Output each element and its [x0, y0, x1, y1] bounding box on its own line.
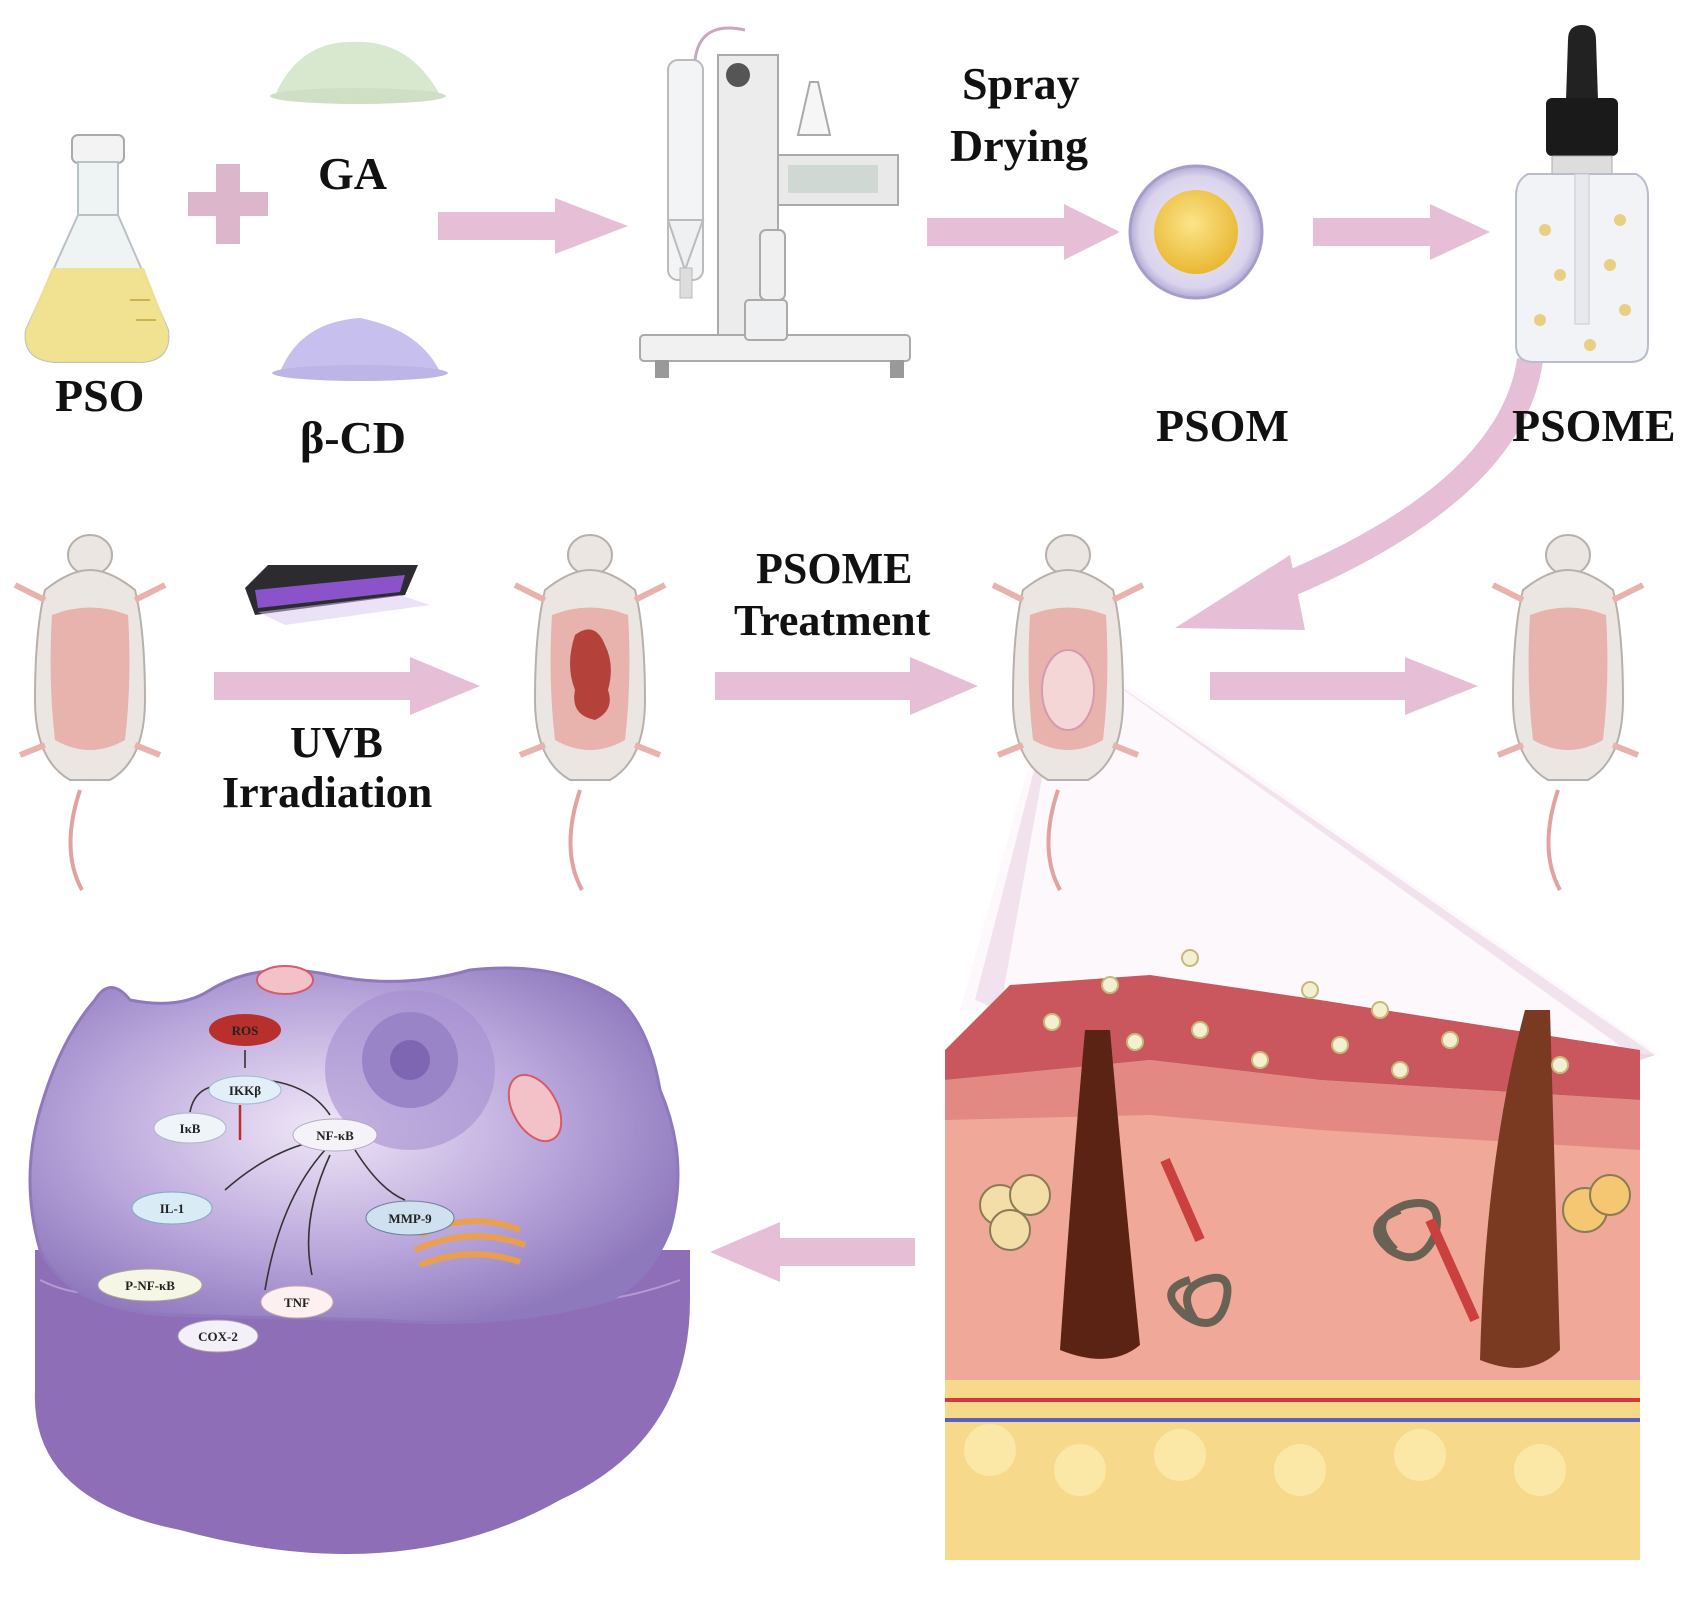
pathway-label-pnfkb: P-NF-κB — [125, 1278, 175, 1293]
arrow-treatment — [715, 657, 978, 715]
spray-drier-icon — [639, 26, 911, 378]
label-pso: PSO — [55, 370, 145, 421]
mouse-treated-icon — [991, 534, 1145, 891]
pathway-label-cox2: COX-2 — [198, 1329, 238, 1344]
arrow-uvb — [214, 657, 480, 715]
pathway-label-tnf: TNF — [284, 1295, 310, 1310]
pathway-label-ikkb: IKKβ — [229, 1083, 261, 1098]
pathway-node-ros: ROS — [209, 1014, 281, 1046]
arrow-pso-to-drier — [438, 198, 628, 254]
label-ga: GA — [318, 148, 387, 199]
pathway-label-ros: ROS — [232, 1023, 259, 1038]
label-irradiation: Irradiation — [222, 768, 433, 817]
arrow-skin-to-cell — [710, 1222, 915, 1282]
uvb-lamp-icon — [245, 565, 430, 625]
skin-section-icon — [945, 949, 1640, 1560]
arrow-psom-to-psome — [1313, 204, 1490, 260]
label-psome-treatment: PSOME — [756, 544, 913, 593]
label-psom: PSOM — [1156, 400, 1289, 451]
label-spray: Spray — [962, 58, 1080, 109]
pathway-label-il1: IL-1 — [160, 1201, 185, 1216]
pathway-label-ikb: IκB — [180, 1121, 201, 1136]
ga-powder-icon — [270, 41, 446, 104]
label-psome: PSOME — [1512, 400, 1676, 451]
pathway-label-nfkb: NF-κB — [316, 1128, 354, 1143]
label-bcd: β-CD — [300, 412, 406, 463]
cell-icon — [28, 965, 691, 1554]
pathway-node-il1: IL-1 — [131, 1191, 213, 1225]
plus-icon — [188, 164, 268, 244]
pathway-node-ikkb: IKKβ — [208, 1075, 282, 1105]
psom-capsule-icon — [1128, 164, 1264, 300]
flask-icon — [24, 134, 170, 363]
dropper-bottle-icon — [1515, 25, 1649, 363]
pathway-node-tnf: TNF — [260, 1285, 334, 1319]
mouse-healthy-icon — [13, 534, 167, 891]
pathway-node-ikb: IκB — [153, 1112, 227, 1144]
pathway-node-cox2: COX-2 — [177, 1319, 259, 1353]
label-treatment: Treatment — [734, 596, 931, 645]
label-drying: Drying — [950, 120, 1088, 171]
arrow-recovery — [1210, 657, 1478, 715]
arrow-psome-curve — [1175, 357, 1543, 630]
mouse-irradiated-icon — [513, 534, 667, 891]
mouse-recovered-icon — [1491, 534, 1645, 891]
label-uvb: UVB — [290, 718, 383, 767]
bcd-powder-icon — [272, 318, 448, 381]
arrow-drier-to-psom — [927, 204, 1120, 260]
pathway-node-nfkb: NF-κB — [292, 1118, 378, 1152]
pathway-node-mmp9: MMP-9 — [365, 1200, 455, 1236]
pathway-label-mmp9: MMP-9 — [388, 1211, 432, 1226]
pathway-node-pnfkb: P-NF-κB — [97, 1268, 203, 1302]
